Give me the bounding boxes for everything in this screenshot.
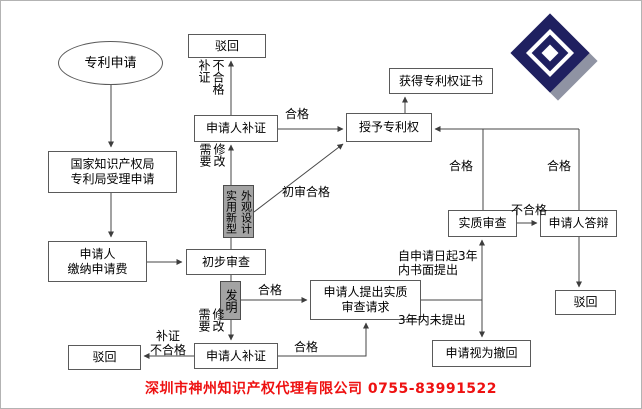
node-substantive-examination: 实质审查	[448, 210, 517, 237]
label-unqualified: 不合格	[511, 203, 548, 217]
node-start-patent-application: 专利申请	[58, 41, 163, 85]
node-applicant-supplement-bottom: 申请人补证	[194, 343, 278, 369]
node-pay-application-fee: 申请人 缴纳申请费	[48, 241, 147, 282]
company-footer-text: 深圳市神州知识产权代理有限公司 0755-83991522	[144, 381, 498, 397]
label-within-3-years: 自申请日起3年 内书面提出	[398, 249, 478, 277]
label-qualified-bottom: 合格	[294, 340, 319, 354]
node-reject-bottom-left: 驳回	[68, 345, 141, 370]
label-qualified-defense: 合格	[547, 159, 572, 173]
label-qualified-top: 合格	[285, 107, 310, 121]
node-reject-bottom-right: 驳回	[555, 290, 616, 315]
label-supplement-fail-top: 补证 不合格	[197, 59, 225, 95]
label-qualified-substantive: 合格	[449, 159, 474, 173]
edge-utility-grant	[253, 143, 344, 213]
edge-supplement-bottom-request	[278, 322, 369, 357]
node-applicant-supplement-top: 申请人补证	[194, 115, 278, 142]
company-logo	[506, 13, 598, 101]
node-obtain-certificate: 获得专利权证书	[389, 68, 493, 94]
node-sipo-accept-application: 国家知识产权局 专利局受理申请	[48, 151, 177, 193]
node-deemed-withdrawn: 申请视为撤回	[432, 340, 531, 367]
node-invention: 发明	[220, 281, 241, 320]
label-need-modify-top: 需要 修改	[198, 143, 226, 167]
label-need-modify-bottom: 需要 修改	[197, 308, 225, 332]
node-reject-top: 驳回	[188, 34, 266, 58]
node-utility-model-design: 实用新型 外观设计	[223, 185, 254, 238]
label-preliminary-pass: 初审合格	[282, 185, 331, 199]
node-preliminary-examination: 初步审查	[186, 249, 266, 275]
node-applicant-defense: 申请人答辩	[540, 210, 617, 237]
node-request-substantive-exam: 申请人提出实质 审查请求	[310, 280, 421, 320]
node-grant-patent-right: 授予专利权	[346, 113, 432, 142]
label-not-within-3-years: 3年内未提出	[398, 313, 466, 327]
label-qualified-invention: 合格	[258, 283, 283, 297]
label-supplement-fail-bottom: 补证 不合格	[149, 329, 186, 357]
